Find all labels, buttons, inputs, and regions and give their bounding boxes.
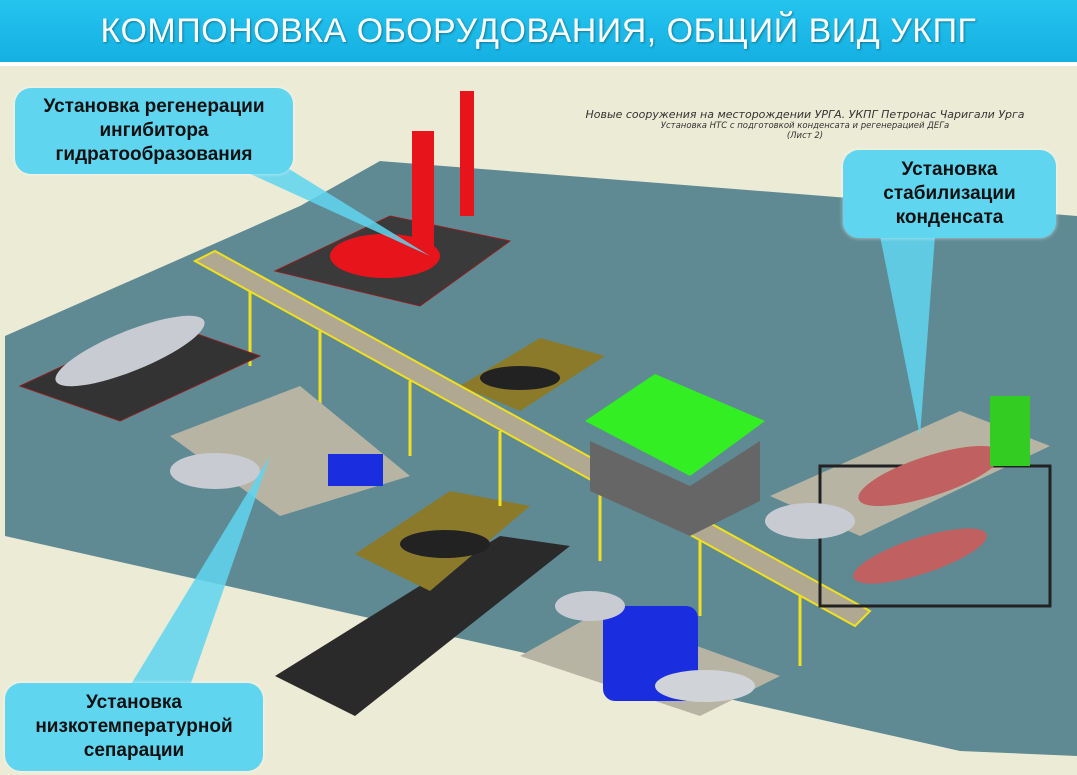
- callout-regeneration-unit: Установка регенерации ингибитора гидрато…: [15, 88, 293, 174]
- green-panel: [990, 396, 1030, 466]
- callout-low-temperature-separation: Установка низкотемпературной сепарации: [5, 683, 263, 771]
- stabilization-pointer: [880, 236, 935, 436]
- callout-line: гидратообразования: [55, 144, 253, 165]
- plant-layout-render: [5, 91, 1077, 756]
- stabilization-vessel-grey: [765, 503, 855, 539]
- callout-line: ингибитора: [99, 120, 209, 141]
- callout-line: низкотемпературной: [35, 716, 233, 737]
- callout-line: Установка: [86, 692, 182, 713]
- stabilization-vessel-lower: [853, 528, 987, 584]
- compressor-vessel: [655, 670, 755, 702]
- pit-2-vessel: [400, 530, 490, 558]
- callout-line: сепарации: [83, 740, 185, 761]
- small-vessel: [555, 591, 625, 621]
- drawing-caption-line3: (Лист 2): [786, 131, 824, 141]
- callout-line: конденсата: [895, 207, 1004, 228]
- regeneration-pointer: [200, 151, 430, 256]
- regeneration-stack: [460, 91, 474, 216]
- left-vessel: [55, 315, 205, 387]
- separation-vessel: [170, 453, 260, 489]
- page-title: КОМПОНОВКА ОБОРУДОВАНИЯ, ОБЩИЙ ВИД УКПГ: [100, 11, 977, 50]
- stabilization-vessel-upper: [858, 446, 1002, 506]
- callout-line: Установка регенерации: [43, 96, 265, 117]
- separation-pointer: [130, 456, 270, 686]
- callout-line: Установка: [901, 159, 998, 180]
- drawing-caption-line2: Установка НТС с подготовкой конденсата и…: [660, 121, 950, 131]
- callout-condensate-stabilization: Установка стабилизации конденсата: [843, 150, 1056, 238]
- regeneration-column: [412, 131, 434, 251]
- shelter-walls: [590, 441, 760, 536]
- dark-road: [275, 536, 570, 716]
- pit-1-vessel: [480, 366, 560, 390]
- ground-platform: [5, 161, 1077, 756]
- title-bar: КОМПОНОВКА ОБОРУДОВАНИЯ, ОБЩИЙ ВИД УКПГ: [0, 0, 1077, 62]
- pipe-rack-supports: [248, 291, 802, 666]
- blue-equipment: [328, 454, 383, 486]
- shelter-roof: [585, 374, 765, 476]
- callout-line: стабилизации: [883, 183, 1016, 204]
- drawing-caption-line1: Новые сооружения на месторождении УРГА. …: [585, 108, 1025, 121]
- drawing-caption: Новые сооружения на месторождении УРГА. …: [540, 108, 1070, 141]
